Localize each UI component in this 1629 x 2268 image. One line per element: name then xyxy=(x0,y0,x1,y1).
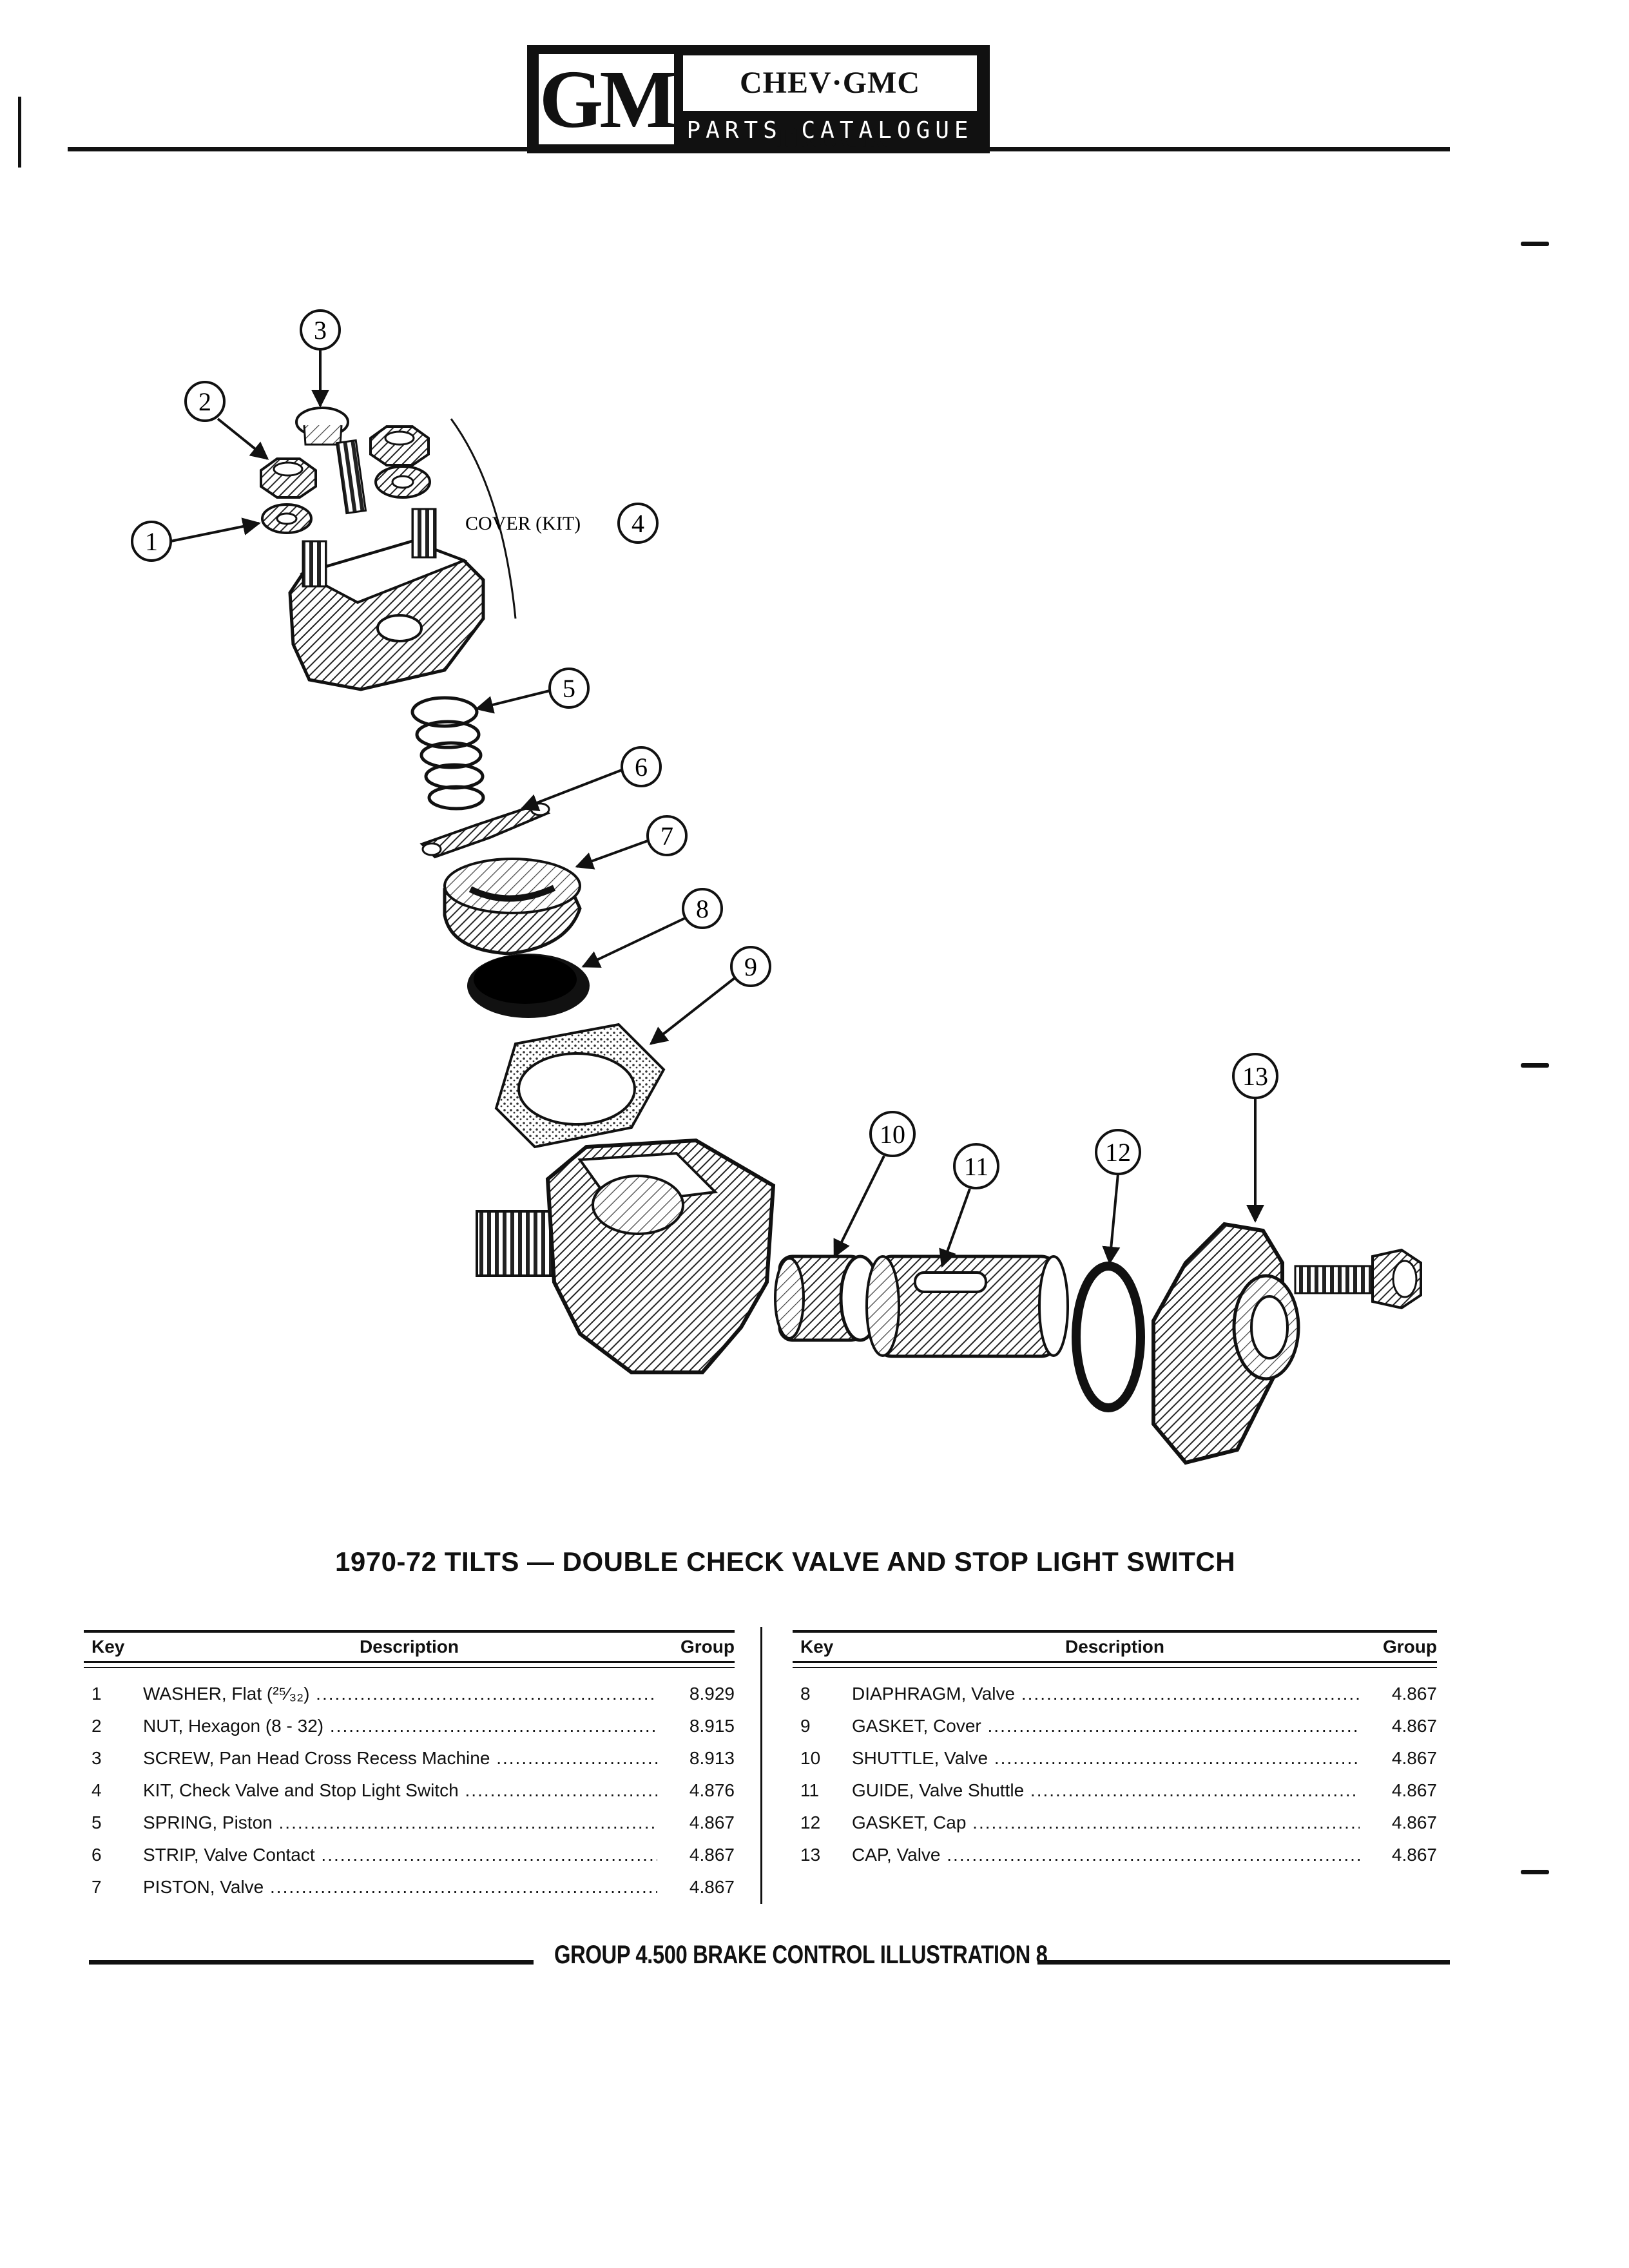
svg-text:7: 7 xyxy=(660,822,673,850)
catalogue-title: CHEV·GMC TRUCK xyxy=(683,55,977,155)
gm-logo: GM CHEV·GMC TRUCK PARTS CATALOGUE xyxy=(527,45,990,155)
valve-body-part xyxy=(476,1138,776,1374)
header-rule xyxy=(68,147,1450,151)
callout-1: 1 xyxy=(131,517,261,562)
svg-text:4: 4 xyxy=(631,509,644,538)
callout-7: 7 xyxy=(575,815,688,870)
cover-kit-label: COVER (KIT) xyxy=(465,513,581,534)
strip-valve-contact-part xyxy=(419,802,551,859)
header-description: Description xyxy=(359,1637,459,1657)
nut-hexagon-part xyxy=(369,425,430,466)
callout-5: 5 xyxy=(475,668,590,714)
callout-11: 11 xyxy=(939,1143,999,1268)
edge-tick xyxy=(1521,1063,1549,1068)
shuttle-valve-part xyxy=(774,1254,882,1342)
washer-flat-part xyxy=(374,465,431,499)
callout-13: 13 xyxy=(1232,1053,1278,1223)
callout-8: 8 xyxy=(581,888,723,968)
figure-title: 1970-72 TILTS — DOUBLE CHECK VALVE AND S… xyxy=(335,1546,1236,1577)
svg-text:1: 1 xyxy=(145,527,158,556)
bolt-part xyxy=(1294,1248,1422,1310)
svg-text:6: 6 xyxy=(635,753,648,782)
callout-10: 10 xyxy=(833,1111,916,1258)
svg-text:12: 12 xyxy=(1105,1138,1131,1167)
nut-hexagon-part xyxy=(260,457,317,499)
edge-tick xyxy=(1521,1870,1549,1874)
svg-text:9: 9 xyxy=(744,952,757,981)
catalogue-subtitle: PARTS CATALOGUE xyxy=(686,117,974,144)
edge-tick xyxy=(1521,242,1549,246)
footer-rule-left xyxy=(89,1960,534,1965)
callout-2: 2 xyxy=(184,381,269,460)
header-key: Key xyxy=(92,1637,125,1657)
callout-4: COVER (KIT) 4 xyxy=(465,503,659,544)
svg-text:2: 2 xyxy=(198,387,211,416)
table-header: Key Description Group xyxy=(84,1630,735,1663)
exploded-view-illustration: 1 2 3 COVER (KIT) 4 5 6 7 8 9 xyxy=(131,309,1422,1465)
guide-valve-shuttle-part xyxy=(865,1254,1069,1358)
table-divider xyxy=(760,1627,762,1904)
table-header: Key Description Group xyxy=(793,1630,1437,1663)
footer-text: GROUP 4.500 BRAKE CONTROL ILLUSTRATION 8 xyxy=(554,1941,1048,1969)
spring-piston-part xyxy=(410,696,485,811)
callout-6: 6 xyxy=(520,746,662,811)
piston-valve-part xyxy=(443,858,582,956)
header-description: Description xyxy=(1065,1637,1165,1657)
svg-text:10: 10 xyxy=(880,1120,905,1149)
washer-flat-part xyxy=(261,503,313,534)
screw-pan-head-part xyxy=(295,407,367,515)
svg-text:11: 11 xyxy=(964,1152,989,1181)
callout-9: 9 xyxy=(649,946,771,1045)
gasket-cover-part xyxy=(494,1023,666,1149)
svg-text:13: 13 xyxy=(1242,1062,1268,1091)
header-key: Key xyxy=(800,1637,834,1657)
diaphragm-valve-part xyxy=(467,954,590,1018)
gasket-cap-part xyxy=(1072,1262,1145,1412)
logo-gm-text: GM xyxy=(539,53,677,145)
callout-3: 3 xyxy=(300,309,341,408)
cap-valve-part xyxy=(1152,1222,1300,1465)
svg-text:3: 3 xyxy=(314,316,327,345)
svg-text:8: 8 xyxy=(696,894,709,923)
cover-kit-part xyxy=(288,418,517,691)
callout-12: 12 xyxy=(1095,1129,1141,1265)
svg-text:5: 5 xyxy=(563,674,575,703)
header-group: Group xyxy=(680,1637,735,1657)
header-group: Group xyxy=(1383,1637,1437,1657)
margin-mark xyxy=(18,97,21,168)
footer-rule-right xyxy=(1037,1960,1450,1965)
